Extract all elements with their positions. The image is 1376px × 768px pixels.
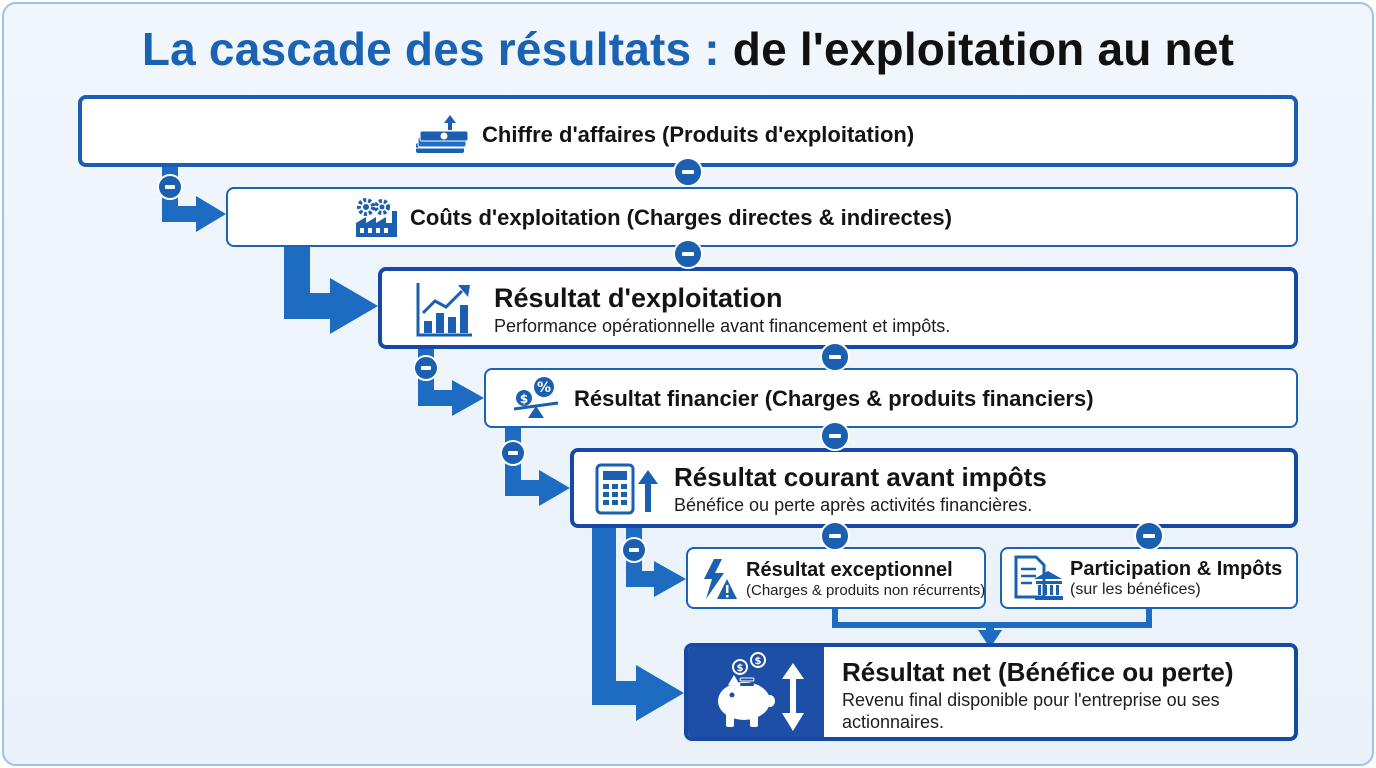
- arrow-merge-to-rnet: [832, 604, 1152, 648]
- participation-impots-desc: (sur les bénéfices): [1070, 580, 1201, 598]
- minus-icon: [673, 239, 703, 269]
- box-resultat-exceptionnel: Résultat exceptionnel (Charges & produit…: [686, 547, 986, 609]
- resultat-courant-title: Résultat courant avant impôts: [674, 462, 1047, 492]
- resultat-exceptionnel-desc: (Charges & produits non récurrents): [746, 581, 986, 599]
- minus-icon: [621, 537, 647, 563]
- resultat-financier-label: Résultat financier (Charges & produits f…: [574, 386, 1094, 411]
- chiffre-affaires-label: Chiffre d'affaires (Produits d'exploitat…: [482, 122, 915, 147]
- title-part-dark: de l'exploitation au net: [732, 23, 1235, 75]
- factory-gears-icon: [356, 198, 397, 237]
- minus-icon: [820, 421, 850, 451]
- svg-text:%: %: [537, 380, 551, 396]
- document-bank-icon: [1014, 555, 1063, 600]
- svg-text:$: $: [755, 656, 762, 667]
- growth-chart-icon: [416, 283, 472, 337]
- box-resultat-courant: Résultat courant avant impôts Bénéfice o…: [570, 448, 1298, 528]
- resultat-exploitation-desc: Performance opérationnelle avant finance…: [494, 316, 951, 336]
- minus-icon: [1134, 521, 1164, 551]
- piggy-bank-icon: $ $: [718, 652, 804, 731]
- resultat-net-title: Résultat net (Bénéfice ou perte): [842, 657, 1234, 687]
- svg-text:$: $: [520, 392, 528, 406]
- resultat-exploitation-title: Résultat d'exploitation: [494, 283, 783, 313]
- box-resultat-financier: % $ Résultat financier (Charges & produi…: [484, 368, 1298, 428]
- minus-icon: [673, 157, 703, 187]
- resultat-courant-desc: Bénéfice ou perte après activités financ…: [674, 495, 1033, 515]
- box-couts-exploitation: Coûts d'exploitation (Charges directes &…: [226, 187, 1298, 247]
- calculator-arrow-icon: [595, 463, 658, 515]
- diagram-title: La cascade des résultats : de l'exploita…: [0, 22, 1376, 76]
- minus-icon: [413, 355, 439, 381]
- svg-text:$: $: [737, 663, 744, 674]
- minus-icon: [820, 342, 850, 372]
- arrow-rcai-to-rnet: [592, 525, 684, 721]
- box-participation-impots: Participation & Impôts (sur les bénéfice…: [1000, 547, 1298, 609]
- box-chiffre-affaires: Chiffre d'affaires (Produits d'exploitat…: [78, 95, 1298, 167]
- minus-icon: [157, 174, 183, 200]
- resultat-net-icon-panel: $ $: [688, 647, 824, 737]
- box-resultat-exploitation: Résultat d'exploitation Performance opér…: [378, 267, 1298, 349]
- resultat-net-desc: Revenu final disponible pour l'entrepris…: [842, 690, 1220, 732]
- title-part-blue: La cascade des résultats :: [141, 23, 720, 75]
- minus-icon: [500, 440, 526, 466]
- resultat-exceptionnel-title: Résultat exceptionnel: [746, 558, 953, 581]
- lightning-warning-icon: [704, 559, 737, 599]
- balance-percent-dollar-icon: % $: [513, 377, 559, 418]
- arrow-couts-to-rex: [284, 246, 378, 334]
- box-resultat-net: $ $ Résultat net (Bénéfice ou perte) Rev…: [684, 643, 1298, 741]
- money-stack-arrow-up-icon: [416, 115, 469, 153]
- minus-icon: [820, 521, 850, 551]
- couts-exploitation-label: Coûts d'exploitation (Charges directes &…: [410, 205, 952, 230]
- participation-impots-title: Participation & Impôts: [1070, 557, 1283, 580]
